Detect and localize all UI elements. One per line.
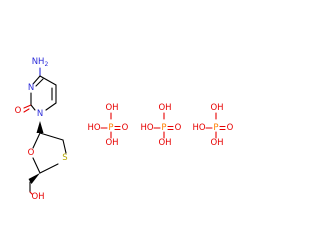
bond-c5-c1 [39, 132, 64, 141]
bond-s-c5 [62, 139, 67, 154]
bond-c2-ch2-wedge [28, 173, 40, 184]
phosphoric-acid-3: OH HO P O OH [192, 103, 233, 148]
hydroxyl-label: OH [31, 192, 44, 202]
amine-label: NH2 [32, 57, 49, 68]
oxathiolane-ring [32, 132, 67, 174]
ring-n3-label: N [28, 83, 34, 93]
p3-oh-top: OH [210, 103, 223, 113]
structure-canvas: NH2 N N O O S OH OH HO P O OH OH HO P O … [15, 57, 234, 202]
bond-n1-c6 [45, 102, 57, 111]
p3-o-right: O [227, 123, 234, 133]
carbonyl-o-label: O [15, 106, 22, 116]
phosphoric-acid-2: OH HO P O OH [140, 103, 181, 148]
bond-c4-n3-double [35, 78, 44, 87]
ring-s-label: S [62, 153, 67, 163]
bond-c2-o [23, 104, 32, 109]
bond-c2-n1 [30, 104, 36, 111]
p2-o-right: O [175, 123, 182, 133]
p2-ho-left: HO [140, 123, 153, 133]
p1-oh-top: OH [105, 103, 118, 113]
p3-oh-bottom: OH [210, 138, 223, 148]
p3-ho-left: HO [192, 123, 205, 133]
bond-n1-c1-wedge [36, 121, 44, 133]
p2-phosphorus: P [161, 123, 166, 133]
bond-c4-n3 [32, 75, 41, 85]
bond-c5-c4 [39, 75, 57, 86]
bond-c2-s [39, 163, 59, 174]
bond-o-c2 [32, 157, 41, 174]
p2-oh-top: OH [158, 103, 171, 113]
p2-oh-bottom: OH [158, 138, 171, 148]
p1-phosphorus: P [108, 123, 113, 133]
bond-oh-stub [29, 191, 33, 195]
bond-c2-o-double [23, 108, 30, 113]
ring-n1-label: N [37, 109, 43, 119]
p1-o-right: O [122, 123, 129, 133]
cytosine-ring [23, 67, 57, 113]
phosphoric-acid-1: OH HO P O OH [87, 103, 128, 148]
p3-phosphorus: P [213, 123, 218, 133]
bond-c1-o [32, 132, 41, 149]
p1-oh-bottom: OH [105, 138, 118, 148]
p1-ho-left: HO [87, 123, 100, 133]
ring-o-label: O [28, 148, 35, 158]
